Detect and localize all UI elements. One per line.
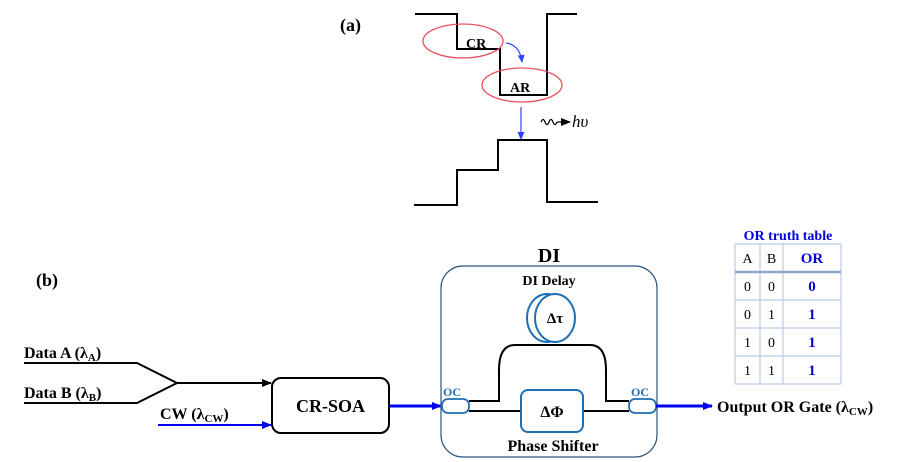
data-b-line xyxy=(24,382,178,404)
output-coupler-label: OC xyxy=(631,385,649,399)
panel-b-label: (b) xyxy=(36,270,58,291)
data-a-line xyxy=(24,362,178,384)
truth-table-title: OR truth table xyxy=(744,229,833,244)
input-coupler-label: OC xyxy=(443,385,461,399)
panel-a-label: (a) xyxy=(340,15,361,36)
table-cell: 1 xyxy=(808,307,816,323)
table-cell: 1 xyxy=(768,364,775,379)
di-enclosure xyxy=(440,265,658,458)
cr-label: CR xyxy=(466,37,487,52)
table-cell: 1 xyxy=(808,363,816,379)
table-cell: 0 xyxy=(768,280,775,295)
valence-band xyxy=(414,139,598,206)
photon-emission-icon xyxy=(540,118,571,126)
panel-b: (b) Data A (λA) Data B (λB) CW (λCW) CR-… xyxy=(24,245,873,458)
phase-shifter-block xyxy=(520,389,584,433)
photon-label: hυ xyxy=(572,112,589,131)
panel-a: (a) CR AR hυ xyxy=(340,13,598,206)
data-a-label: Data A (λA) xyxy=(24,345,101,364)
input-coupler xyxy=(441,398,470,414)
conduction-band xyxy=(415,13,577,96)
table-cell: 1 xyxy=(744,336,751,351)
cr-ellipse xyxy=(422,23,504,59)
output-coupler xyxy=(628,398,657,414)
ar-ellipse xyxy=(481,67,563,103)
di-delay-label: DI Delay xyxy=(522,274,575,289)
table-cell: 0 xyxy=(744,280,751,295)
phase-symbol: ΔΦ xyxy=(540,404,563,421)
cr-soa-label: CR-SOA xyxy=(296,396,365,416)
delay-coil-icon xyxy=(526,293,576,343)
table-cell: 1 xyxy=(808,335,816,351)
table-cell: 0 xyxy=(768,336,775,351)
table-cell: 1 xyxy=(768,308,775,323)
truth-table-grid xyxy=(734,243,842,385)
table-cell: 0 xyxy=(744,308,751,323)
phase-shifter-label: Phase Shifter xyxy=(507,438,598,455)
data-b-label: Data B (λB) xyxy=(24,385,101,404)
output-label: Output OR Gate (λCW) xyxy=(717,399,873,418)
table-cell: 1 xyxy=(744,364,751,379)
table-header-cell: OR xyxy=(801,251,824,267)
table-cell: 0 xyxy=(808,279,816,295)
table-header-cell: A xyxy=(742,252,753,267)
delay-symbol: Δτ xyxy=(547,311,563,327)
di-title: DI xyxy=(538,245,560,267)
cr-to-ar-arrow xyxy=(505,42,525,63)
cw-label: CW (λCW) xyxy=(160,406,229,425)
ar-label: AR xyxy=(510,81,531,96)
di-upper-arm xyxy=(469,344,629,402)
table-header-cell: B xyxy=(767,252,776,267)
